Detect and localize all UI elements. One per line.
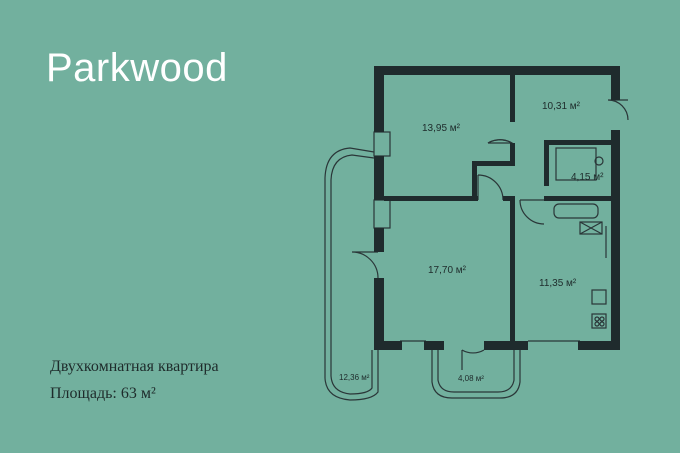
balcony-area-label: 12,36 м² [339,373,370,382]
room-area-label: 17,70 м² [428,265,467,276]
apartment-type: Двухкомнатная квартира [50,358,219,375]
room-area-label: 11,35 м² [539,278,577,289]
brand-logo: Parkwood [46,46,228,90]
balcony-area-label: 4,08 м² [458,374,484,383]
apartment-area: Площадь: 63 м² [50,385,156,402]
room-area-label: 10,31 м² [542,101,581,112]
room-area-label: 13,95 м² [422,123,461,134]
room-area-label: 4,15 м² [571,172,604,183]
